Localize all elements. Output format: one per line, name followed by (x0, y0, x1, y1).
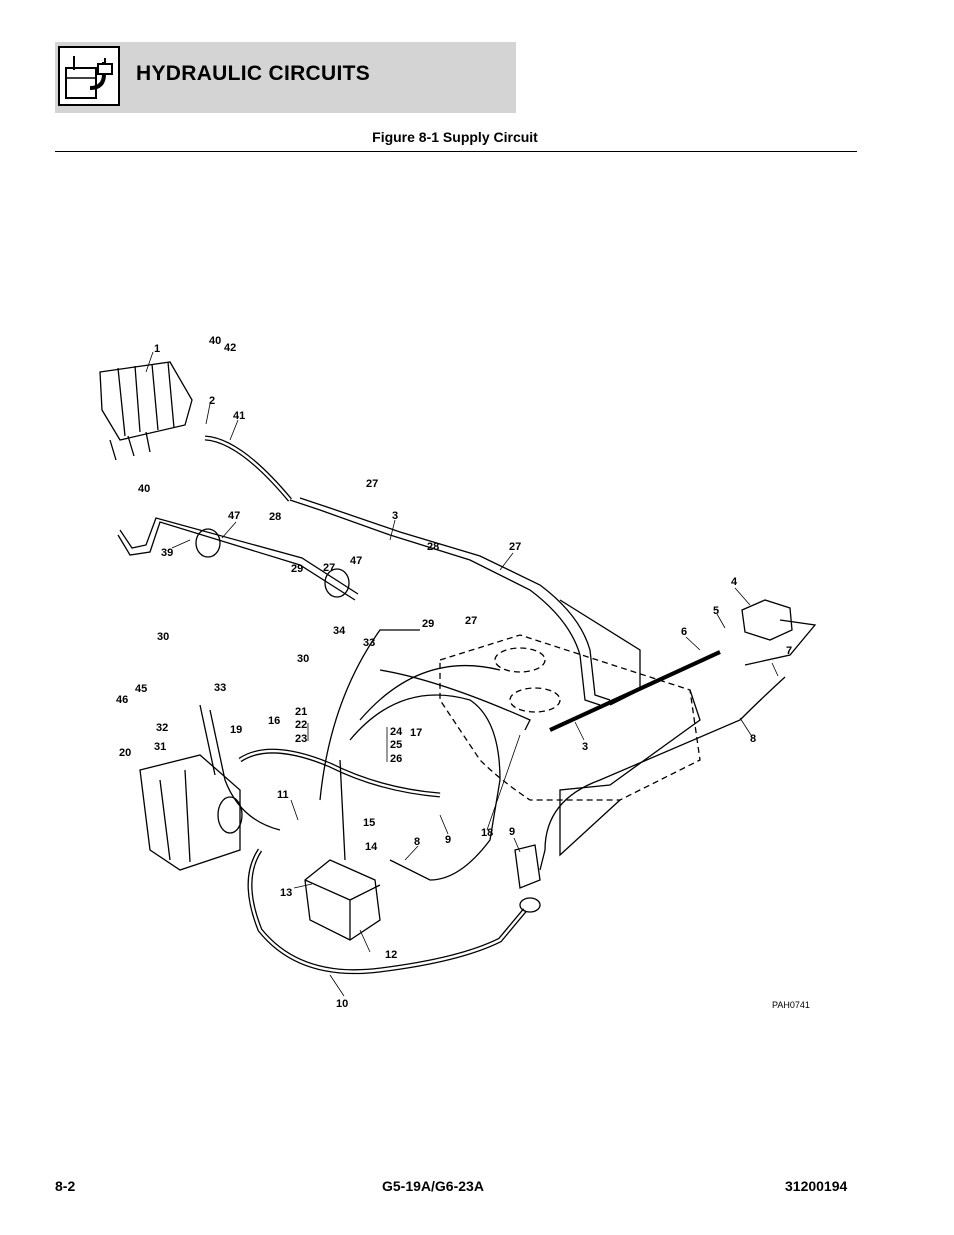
callout-25: 25 (390, 739, 402, 751)
callout-4: 4 (731, 576, 738, 588)
callout-26: 26 (390, 753, 402, 765)
callout-1: 1 (154, 343, 160, 355)
callout-11: 11 (277, 789, 289, 801)
section-title: HYDRAULIC CIRCUITS (136, 62, 371, 85)
callout-17: 17 (410, 727, 422, 739)
callout-5: 5 (713, 605, 719, 617)
callout-32: 32 (156, 722, 168, 734)
callout-10: 10 (336, 998, 348, 1010)
callout-27: 27 (465, 615, 477, 627)
callout-23: 23 (295, 733, 307, 745)
callout-29: 29 (422, 618, 434, 630)
hydraulic-reservoir-icon (58, 46, 120, 106)
figure-title: Figure 8-1 Supply Circuit (372, 129, 538, 145)
callout-31: 31 (154, 741, 166, 753)
callout-12: 12 (385, 949, 397, 961)
callout-18: 18 (481, 827, 493, 839)
header-band (55, 42, 516, 113)
filter (304, 859, 381, 941)
callout-3: 3 (582, 741, 588, 753)
callout-41: 41 (233, 410, 245, 422)
callout-leaders (145, 351, 779, 997)
callout-8: 8 (750, 733, 756, 745)
callout-9: 9 (445, 834, 451, 846)
callout-30: 30 (297, 653, 309, 665)
callout-19: 19 (230, 724, 242, 736)
callout-27: 27 (366, 478, 378, 490)
model-number: G5-19A/G6-23A (382, 1178, 484, 1194)
callout-20: 20 (119, 747, 131, 759)
callout-33: 33 (214, 682, 226, 694)
callout-3: 3 (392, 510, 398, 522)
hydraulic-tank (439, 634, 701, 801)
callout-42: 42 (224, 342, 236, 354)
callout-45: 45 (135, 683, 147, 695)
callout-27: 27 (509, 541, 521, 553)
callout-29: 29 (291, 563, 303, 575)
callout-39: 39 (161, 547, 173, 559)
callout-28: 28 (427, 541, 439, 553)
callout-46: 46 (116, 694, 128, 706)
drawing-linework (99, 361, 817, 975)
callout-22: 22 (295, 719, 307, 731)
callout-8: 8 (414, 836, 420, 848)
callout-6: 6 (681, 626, 687, 638)
callout-28: 28 (269, 511, 281, 523)
callout-7: 7 (786, 645, 792, 657)
steering-unit (741, 599, 793, 641)
header-rule (55, 151, 857, 152)
callout-27: 27 (323, 562, 335, 574)
callout-30: 30 (157, 631, 169, 643)
callout-15: 15 (363, 817, 375, 829)
callout-24: 24 (390, 726, 403, 738)
figure-code: PAH0741 (772, 1000, 810, 1010)
callout-16: 16 (268, 715, 280, 727)
callout-2: 2 (209, 395, 215, 407)
callout-34: 34 (333, 625, 346, 637)
callout-40: 40 (138, 483, 150, 495)
callout-40: 40 (209, 335, 221, 347)
callout-47: 47 (228, 510, 240, 522)
callout-21: 21 (295, 706, 307, 718)
callout-14: 14 (365, 841, 378, 853)
callout-47: 47 (350, 555, 362, 567)
callout-9: 9 (509, 826, 515, 838)
page-number: 8-2 (55, 1178, 76, 1194)
hydraulic-pump (139, 754, 241, 871)
callout-33: 33 (363, 637, 375, 649)
control-valve (99, 361, 193, 441)
callout-13: 13 (280, 887, 292, 899)
document-number: 31200194 (785, 1178, 848, 1194)
